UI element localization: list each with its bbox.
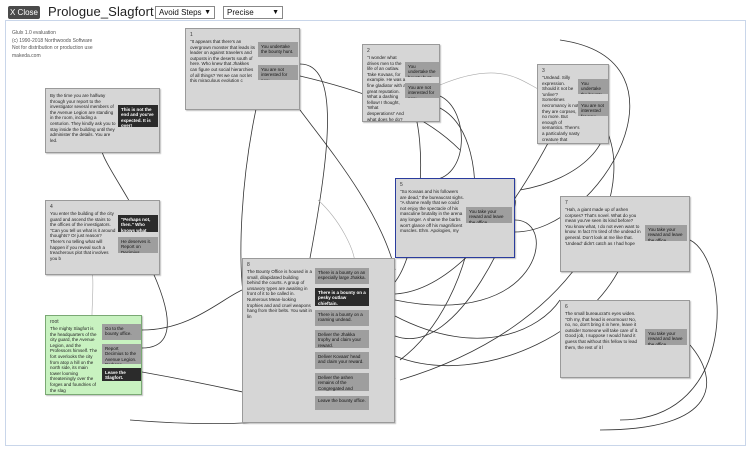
toolbar: X Close Prologue_Slagfort Avoid Steps ▼ …: [0, 0, 750, 22]
story-node-3[interactable]: 3 "Undead. Silly expression. Should it n…: [537, 64, 609, 144]
choice-report-decimius[interactable]: He deserves it. Report on Decimius anywa…: [118, 237, 158, 253]
info-line: Not for distribution or production use: [12, 45, 93, 51]
node-number: 7: [565, 200, 568, 206]
node-text: "Undead. Silly expression. Should it not…: [542, 75, 580, 143]
node-number: 8: [247, 262, 250, 268]
node-text: The small bureaucrat's eyes widen. "Oh m…: [565, 311, 639, 350]
graph-canvas[interactable]: [5, 20, 746, 446]
choice-take-reward[interactable]: You take your reward and leave the offic…: [645, 225, 687, 241]
story-node-1[interactable]: 1 "It appears that there's an overgrown …: [185, 28, 300, 110]
license-info: Glulx 1.0 evaluation (c) 1990-2018 North…: [12, 30, 102, 60]
story-node-8[interactable]: 8 The Bounty Office is housed in a small…: [242, 258, 395, 423]
story-node-6[interactable]: 6 The small bureaucrat's eyes widen. "Oh…: [560, 300, 690, 378]
node-text: "Hah, a giant made up of ashen corpses? …: [565, 207, 641, 246]
choice-deliver-jhakka[interactable]: Deliver the Jhakka trophy and claim your…: [315, 330, 369, 348]
node-number: 3: [542, 68, 545, 74]
mode-select-value: Avoid Steps: [159, 8, 202, 17]
mode-select[interactable]: Avoid Steps ▼: [155, 6, 215, 19]
node-text: "So Kovaas and his followers are dead," …: [400, 189, 464, 234]
choice-take-reward[interactable]: You take your reward and leave the offic…: [466, 207, 512, 223]
choice-not-interested[interactable]: You are not interested for now.: [405, 83, 439, 98]
node-number: 6: [565, 304, 568, 310]
info-line: (c) 1990-2018 Northwoods Software: [12, 37, 93, 44]
choice-not-interested[interactable]: You are not interested for now.: [578, 101, 608, 116]
node-number: 2: [367, 48, 370, 54]
page-title: Prologue_Slagfort: [48, 4, 154, 19]
precision-select-value: Precise: [227, 8, 254, 17]
choice-bounty-undead[interactable]: There is a bounty on a roaming undead.: [315, 310, 369, 326]
choice-perhaps-not[interactable]: "Perhaps not, then." Who knows what you …: [118, 215, 158, 232]
story-node-5[interactable]: 5 "So Kovaas and his followers are dead,…: [395, 178, 515, 258]
choice-end-report[interactable]: This is not the end and you've expected.…: [118, 105, 158, 127]
node-text: "I wonder what drives men to the life of…: [367, 55, 406, 121]
node-number: 5: [400, 182, 403, 188]
chevron-down-icon: ▼: [204, 9, 211, 16]
story-node-root[interactable]: root The mighty Slagfort is the headquar…: [45, 315, 142, 395]
choice-leave-office[interactable]: Leave the bounty office.: [315, 396, 369, 410]
node-number: 4: [50, 204, 53, 210]
node-text: The mighty Slagfort is the headquarters …: [50, 326, 98, 393]
story-node-7[interactable]: 7 "Hah, a giant made up of ashen corpses…: [560, 196, 690, 272]
close-button[interactable]: X Close: [8, 6, 40, 19]
choice-not-interested[interactable]: You are not interested for now.: [258, 65, 298, 80]
choice-bounty-outlaw[interactable]: There is a bounty on a pesky outlaw chie…: [315, 288, 369, 306]
story-node-4[interactable]: 4 You enter the building of the city gua…: [45, 200, 160, 275]
choice-undertake-bounty[interactable]: You undertake the bounty hunt.: [258, 42, 298, 57]
choice-leave-slagfort[interactable]: Leave the Slagfort.: [102, 368, 141, 381]
node-number: 1: [190, 32, 193, 38]
node-text: You enter the building of the city guard…: [50, 211, 116, 261]
info-line: makeda.com: [12, 52, 41, 59]
node-number: root: [50, 319, 59, 325]
choice-undertake-bounty[interactable]: You undertake the bounty hunt.: [578, 79, 608, 94]
story-node-report[interactable]: By the time you are halfway through your…: [45, 88, 160, 153]
choice-deliver-kovaas[interactable]: Deliver Kovaas' head and claim your rewa…: [315, 352, 369, 369]
choice-go-bounty-office[interactable]: Go to the bounty office.: [102, 324, 141, 340]
choice-undertake-bounty[interactable]: You undertake the bounty hunt.: [405, 62, 439, 77]
choice-report-decimius[interactable]: Report Decimius to the Avenue Legion. Pe…: [102, 344, 141, 364]
choice-take-reward[interactable]: You take your reward and leave the offic…: [645, 329, 687, 345]
node-text: By the time you are halfway through your…: [50, 93, 116, 143]
story-node-2[interactable]: 2 "I wonder what drives men to the life …: [362, 44, 440, 122]
node-text: The Bounty Office is housed in a small, …: [247, 269, 313, 319]
info-line: Glulx 1.0 evaluation: [12, 30, 56, 36]
choice-deliver-remains[interactable]: Deliver the ashen remains of the Congreg…: [315, 373, 369, 391]
chevron-down-icon: ▼: [272, 9, 279, 16]
choice-bounty-jhakka[interactable]: There is a bounty on an especially large…: [315, 268, 369, 284]
node-text: "It appears that there's an overgrown mo…: [190, 39, 256, 84]
precision-select[interactable]: Precise ▼: [223, 6, 283, 19]
